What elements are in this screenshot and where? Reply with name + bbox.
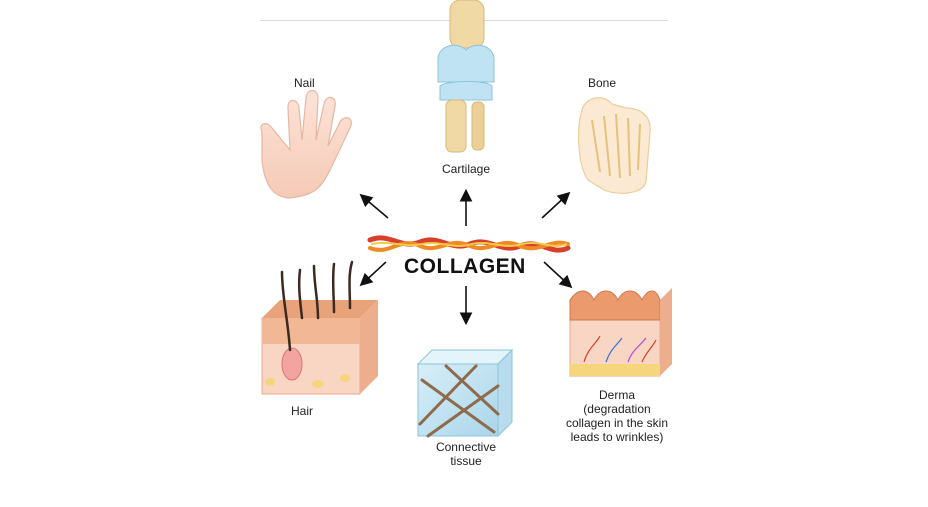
label-bone: Bone [588, 76, 617, 90]
center-title: COLLAGEN [404, 255, 526, 278]
hair-skin-illustration [261, 260, 378, 395]
arrow-to-bone [541, 191, 571, 219]
foot-illustration [578, 97, 651, 194]
label-derma: Derma (degradation collagen in the skin … [560, 388, 674, 444]
label-connective-line1: Connective [435, 440, 497, 454]
label-derma-line3: collagen in the skin [565, 416, 669, 430]
connective-tissue-illustration [416, 348, 514, 438]
arrow-to-hair [359, 261, 387, 287]
collagen-strand [367, 235, 571, 253]
label-derma-line4: leads to wrinkles) [570, 430, 664, 444]
arrow-to-derma [543, 261, 573, 289]
arrow-to-nail [359, 193, 389, 219]
label-nail: Nail [294, 76, 315, 90]
derma-illustration [569, 288, 672, 377]
label-derma-line1: Derma [598, 388, 635, 402]
label-connective-line2: tissue [450, 454, 482, 468]
label-cartilage: Cartilage [442, 162, 491, 176]
label-derma-line2: (degradation [583, 402, 651, 416]
hand-illustration [260, 89, 352, 199]
label-connective: Connective tissue [426, 440, 506, 468]
knee-illustration [437, 0, 495, 153]
label-hair: Hair [291, 404, 314, 418]
